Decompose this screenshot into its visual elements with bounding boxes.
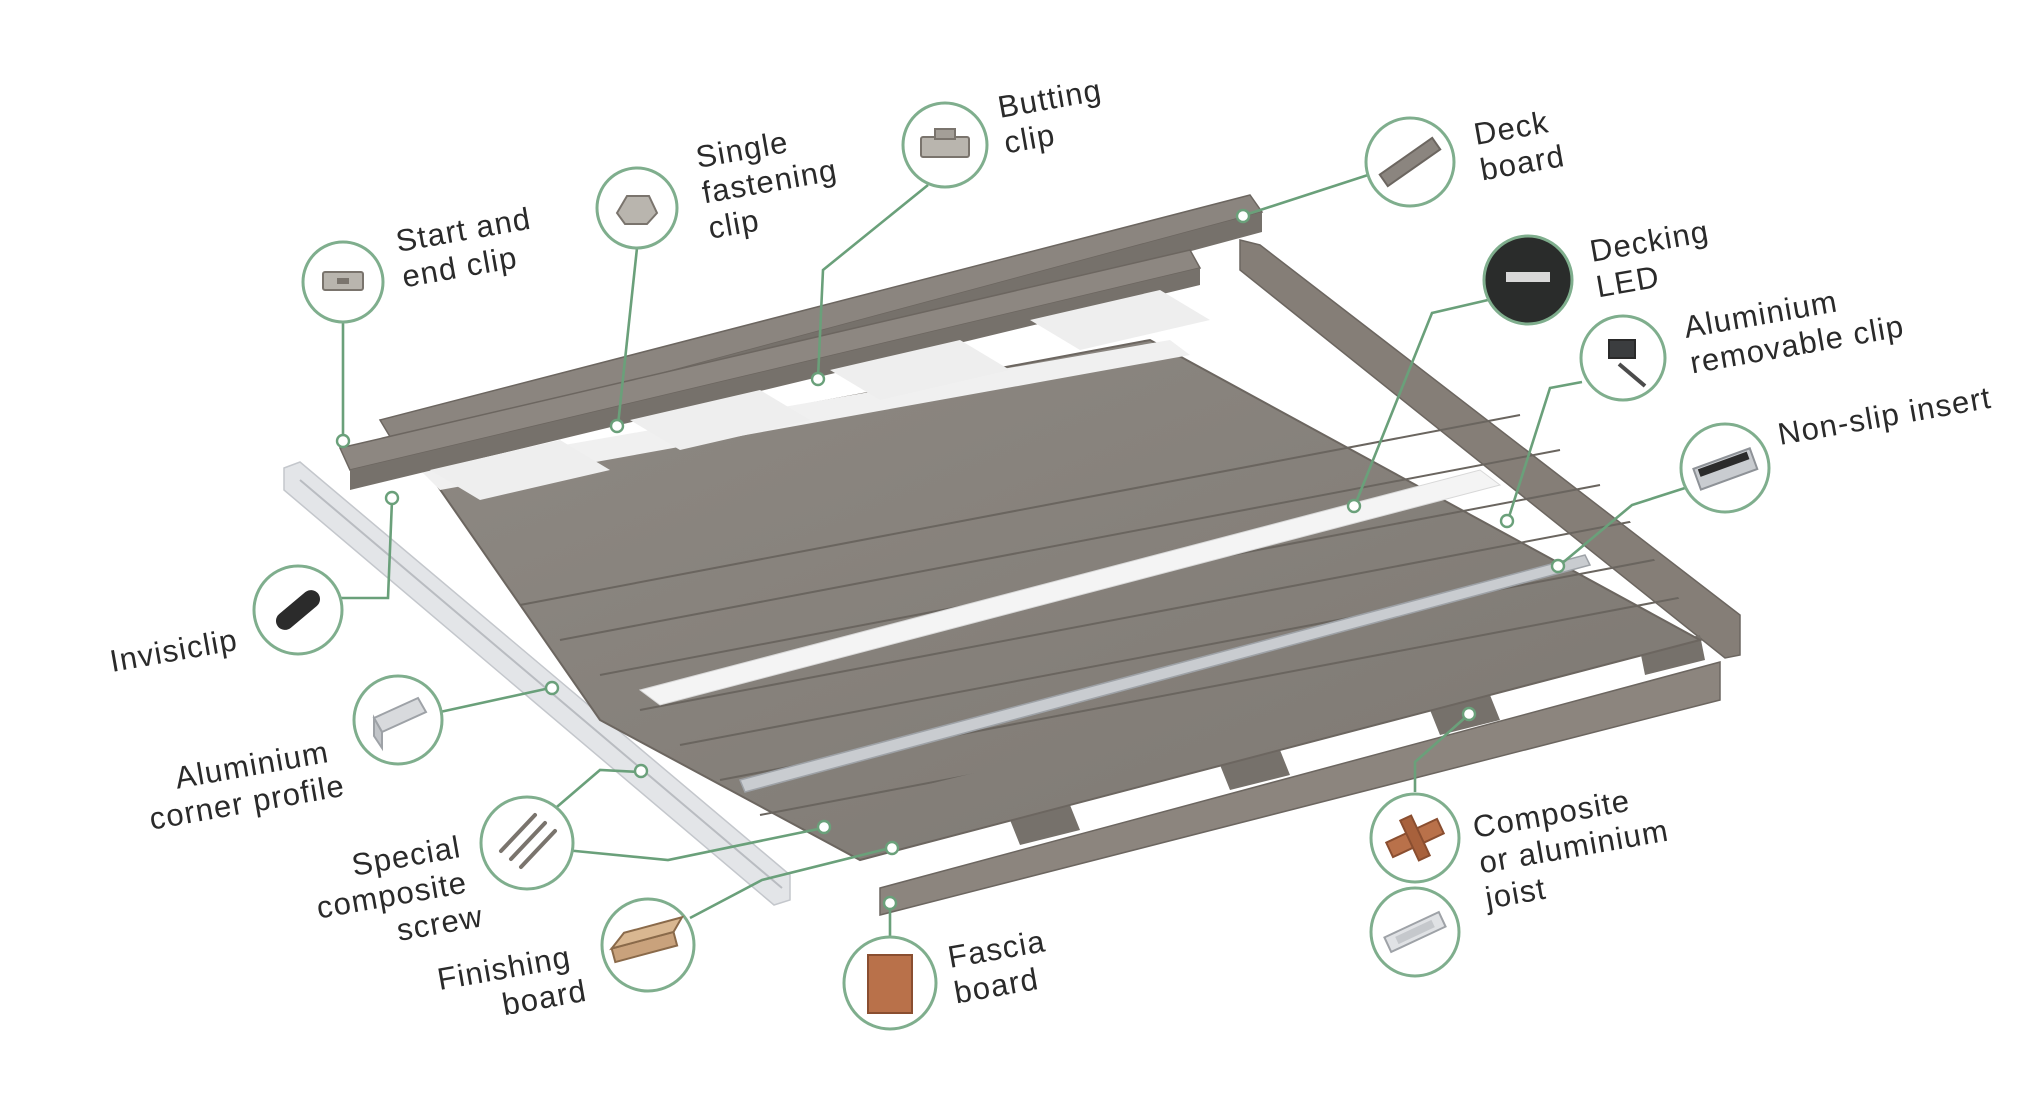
fascia-board-label: Fascia board <box>945 922 1064 1011</box>
front-fascia-board <box>879 661 1721 916</box>
decking-led-label: Decking LED <box>1587 212 1728 305</box>
support-gaps <box>430 290 1210 500</box>
special-composite-screw-label: Special composite screw <box>308 827 486 960</box>
composite-aluminium-joist-label: Composite or aluminium joist <box>1469 775 1687 916</box>
single-fastening-clip-label: Single fastening clip <box>693 115 856 246</box>
callout-aluminium-corner-profile: Aluminium corner profile <box>140 674 560 837</box>
finishing-board-label: Finishing board <box>435 937 590 1032</box>
deck-board-label: Deck board <box>1471 103 1567 188</box>
start-end-clip-label: Start and end clip <box>393 199 550 294</box>
deck-assembly <box>283 194 1741 916</box>
callout-start-end-clip: Start and end clip <box>301 199 550 449</box>
decking-led-strip <box>638 469 1502 706</box>
callout-fascia-board: Fascia board <box>842 895 1064 1031</box>
lower-deck-plane <box>428 338 1703 862</box>
callout-non-slip-insert: Non-slip insert <box>1550 380 1994 574</box>
callout-deck-board: Deck board <box>1235 103 1567 224</box>
callout-finishing-board: Finishing board <box>435 840 900 1032</box>
butting-clip-label: Butting clip <box>995 70 1120 160</box>
non-slip-rail <box>738 554 1592 793</box>
invisiclip-label: Invisiclip <box>107 622 240 679</box>
non-slip-insert-label: Non-slip insert <box>1775 380 1994 452</box>
callouts: Start and end clip Single fastening clip <box>107 70 1994 1032</box>
callout-special-composite-screw: Special composite screw <box>308 763 832 960</box>
right-fascia-board <box>1239 239 1741 659</box>
aluminium-removable-clip-label: Aluminium removable clip <box>1681 273 1907 381</box>
callout-butting-clip: Butting clip <box>810 70 1120 387</box>
aluminium-corner-profile-label: Aluminium corner profile <box>140 732 347 836</box>
